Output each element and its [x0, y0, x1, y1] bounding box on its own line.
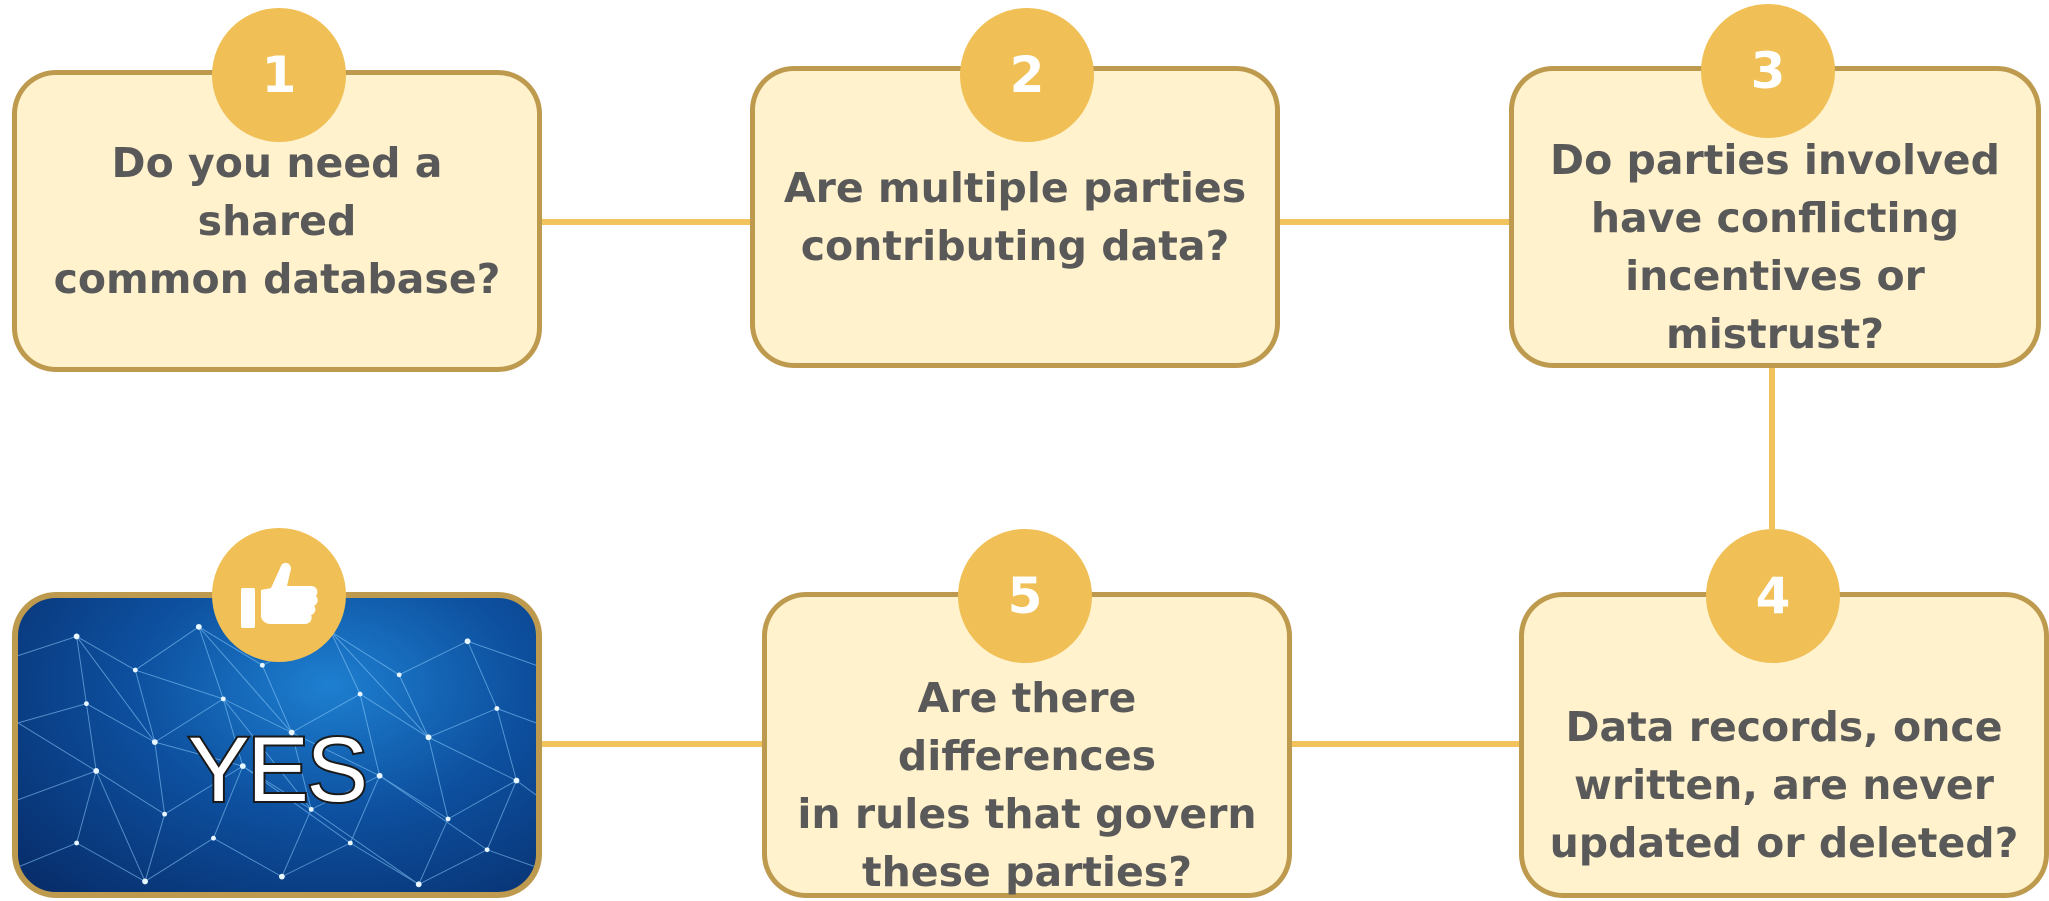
step-1-badge: 1 — [212, 8, 346, 142]
connector-2-3 — [1278, 219, 1511, 225]
network-background-image — [18, 623, 536, 888]
step-5-badge: 5 — [958, 529, 1092, 663]
result-yes-label: YES — [186, 717, 370, 823]
step-3-question: Do parties involved have conflicting inc… — [1550, 136, 2000, 358]
step-5-question: Are there differences in rules that gove… — [797, 674, 1257, 896]
step-2-badge: 2 — [960, 8, 1094, 142]
step-5-box: Are there differences in rules that gove… — [762, 592, 1292, 898]
step-4-badge: 4 — [1706, 529, 1840, 663]
connector-4-5 — [1290, 741, 1521, 747]
result-badge — [212, 528, 346, 662]
step-3-badge: 3 — [1701, 4, 1835, 138]
step-2-question: Are multiple parties contributing data? — [783, 164, 1247, 270]
connector-5-yes — [542, 741, 764, 747]
connector-1-2 — [542, 219, 752, 225]
step-1-question: Do you need a shared common database? — [53, 139, 501, 303]
connector-3-4 — [1769, 367, 1775, 529]
step-4-question: Data records, once written, are never up… — [1549, 703, 2019, 867]
thumbs-up-icon — [241, 562, 318, 628]
step-4-box: Data records, once written, are never up… — [1519, 592, 2049, 898]
